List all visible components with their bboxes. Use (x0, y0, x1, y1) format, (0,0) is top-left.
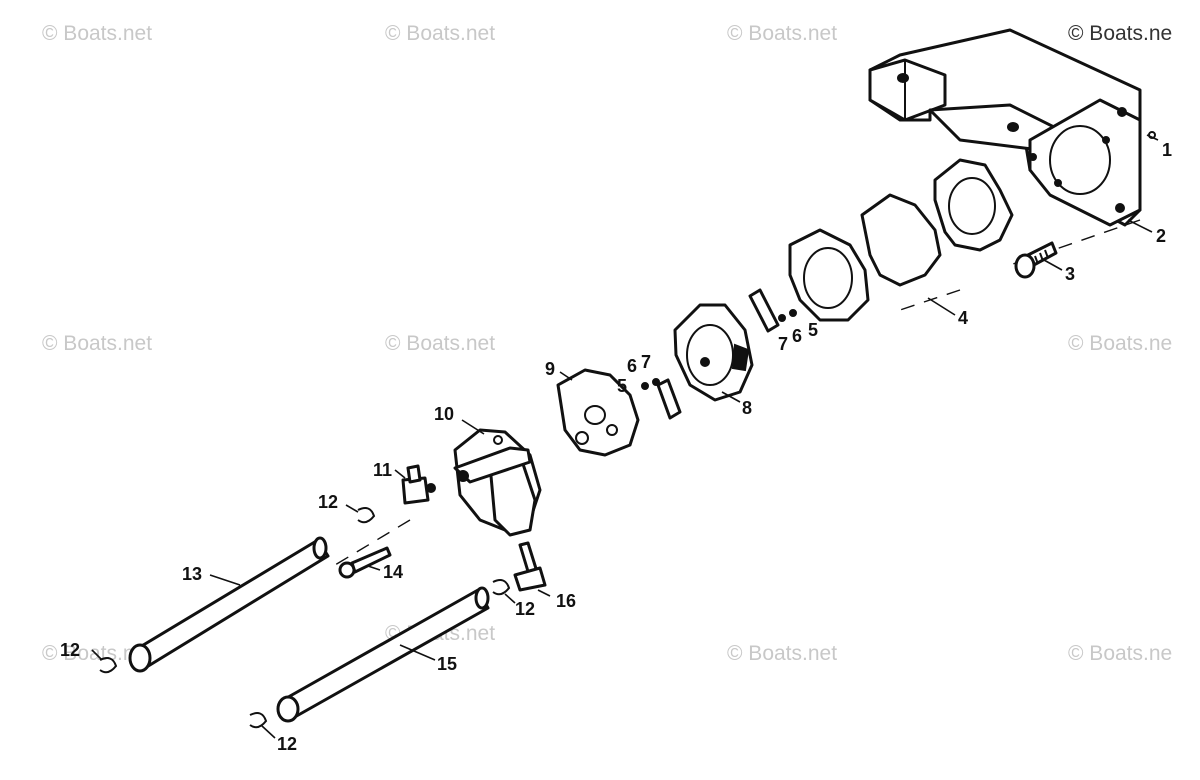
screw (338, 546, 392, 579)
watermark: © Boats.net (42, 22, 152, 45)
hose-clamps (99, 507, 511, 729)
callout-13: 13 (182, 564, 202, 584)
callout-6: 6 (627, 356, 637, 376)
callout-leaders (91, 134, 1159, 739)
watermark: © Boats.net (385, 22, 495, 45)
callout-12: 12 (277, 734, 297, 754)
callout-7: 7 (778, 334, 788, 354)
callout-12: 12 (60, 640, 80, 660)
elbow-fitting (401, 464, 436, 505)
callout-3: 3 (1065, 264, 1075, 284)
lower-hose (276, 586, 490, 723)
watermark: © Boats.net (385, 332, 495, 355)
upper-hose (128, 536, 330, 673)
watermark: © Boats.net (727, 642, 837, 665)
callout-6: 6 (792, 326, 802, 346)
callout-1: 1 (1162, 140, 1172, 160)
callout-5: 5 (808, 320, 818, 340)
small-fittings (641, 288, 797, 420)
callout-9: 9 (545, 359, 555, 379)
callout-12: 12 (318, 492, 338, 512)
watermark: © Boats.net (42, 332, 152, 355)
pump-cover (453, 428, 542, 537)
callout-15: 15 (437, 654, 457, 674)
callout-8: 8 (742, 398, 752, 418)
callout-14: 14 (383, 562, 403, 582)
callout-5: 5 (617, 376, 627, 396)
callout-4: 4 (958, 308, 968, 328)
hose-fitting (513, 541, 547, 592)
callout-12: 12 (515, 599, 535, 619)
callout-16: 16 (556, 591, 576, 611)
watermark: © Boats.ne (1068, 642, 1172, 665)
bolt (1014, 241, 1058, 279)
watermark: © Boats.net (42, 642, 152, 665)
callout-10: 10 (434, 404, 454, 424)
pump-body (673, 303, 754, 402)
callout-numbers: 1 2 3 4 5 6 7 8 9 6 7 5 10 11 12 13 14 1… (60, 140, 1172, 754)
gasket-set (788, 158, 1014, 322)
callout-11: 11 (373, 460, 392, 480)
mounting-bracket (868, 28, 1142, 227)
callout-7: 7 (641, 352, 651, 372)
watermark: © Boats.net (727, 22, 837, 45)
pump-gasket (556, 368, 640, 457)
callout-2: 2 (1156, 226, 1166, 246)
watermark: © Boats.ne (1068, 332, 1172, 355)
watermark: © Boats.ne (1068, 22, 1172, 45)
